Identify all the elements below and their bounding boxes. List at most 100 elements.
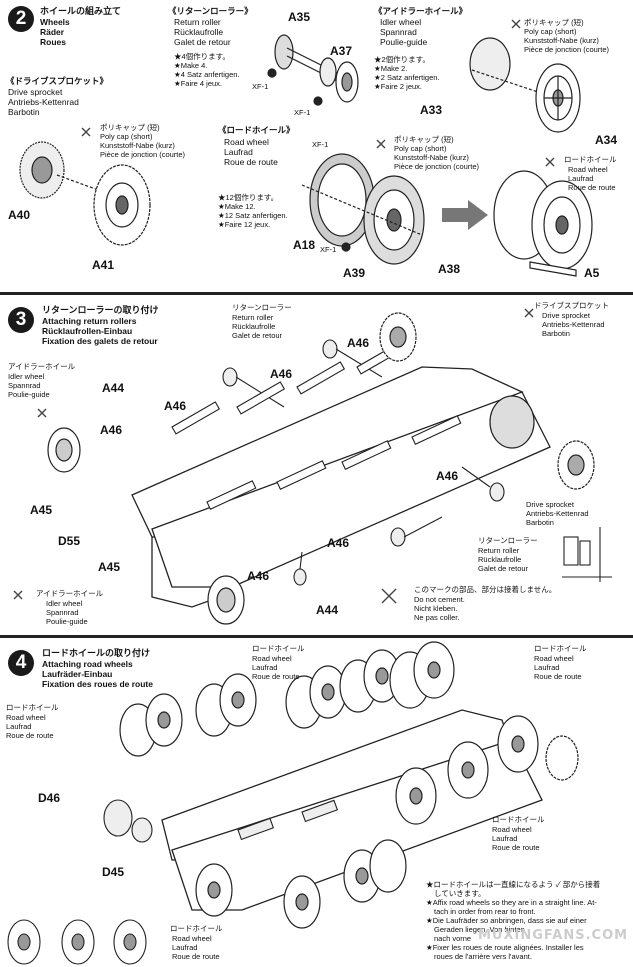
label-jp: ロードホイール bbox=[564, 155, 617, 164]
part-label: D46 bbox=[38, 791, 61, 805]
label-fr: Galet de retour bbox=[232, 331, 283, 340]
label-de: Kunststoff-Nabe (kurz) bbox=[100, 141, 175, 150]
note-line: ★Fixer les roues de route alignées. Inst… bbox=[426, 943, 584, 952]
step-4-drawing bbox=[7, 641, 579, 965]
label-de: Antriebs-Kettenrad bbox=[8, 97, 79, 107]
section-divider bbox=[0, 292, 633, 295]
part-label: A18 bbox=[293, 238, 316, 252]
label-en: Idler wheel bbox=[380, 17, 422, 27]
part-label: A37 bbox=[330, 44, 353, 58]
idler-wheel-drawing bbox=[469, 37, 581, 133]
part-label: A35 bbox=[288, 10, 311, 24]
label-en: Road wheel bbox=[6, 713, 46, 722]
make-count: ★2個作ります。 bbox=[374, 55, 430, 64]
make-count: ★2 Satz anfertigen. bbox=[374, 73, 440, 82]
label-en: Do not cement. bbox=[414, 595, 465, 604]
part-label: D45 bbox=[102, 865, 125, 879]
part-label: XF-1 bbox=[312, 140, 329, 149]
label-fr: Barbotin bbox=[542, 329, 570, 338]
road-wheel-complete-drawing bbox=[493, 170, 593, 277]
no-cement-icons bbox=[81, 19, 555, 167]
step-number: 2 bbox=[8, 6, 34, 32]
alignment-jig-drawing bbox=[562, 527, 612, 582]
label-de: Rücklaufrolle bbox=[232, 322, 276, 331]
label-jp: ポリキャップ (短) bbox=[394, 135, 454, 144]
label-fr: Galet de retour bbox=[174, 37, 231, 47]
step-title-en: Wheels bbox=[40, 17, 70, 27]
step-3-drawing bbox=[13, 308, 612, 625]
label-en: Road wheel bbox=[568, 165, 608, 174]
drive-sprocket-drawing bbox=[19, 141, 151, 246]
part-label: A46 bbox=[100, 423, 123, 437]
step-title-jp: ロードホイールの取り付け bbox=[42, 648, 151, 658]
part-label: XF-1 bbox=[320, 245, 337, 254]
label-en: Return roller bbox=[232, 313, 274, 322]
label-jp: リターンローラー bbox=[478, 536, 538, 545]
step-2-panel: 2 ホイールの組み立て Wheels Räder Roues 《リターンローラー… bbox=[2, 0, 628, 290]
label-en: Poly cap (short) bbox=[524, 27, 577, 36]
label-de: Rücklaufrolle bbox=[174, 27, 224, 37]
make-count: ★12個作ります。 bbox=[218, 193, 279, 202]
label-de: Antriebs-Kettenrad bbox=[542, 320, 605, 329]
label-en: Drive sprocket bbox=[526, 500, 574, 509]
label-fr: Roue de route bbox=[224, 157, 278, 167]
part-label: XF-1 bbox=[294, 108, 311, 117]
step-title-fr: Fixation des roues de route bbox=[42, 679, 153, 689]
part-label: A33 bbox=[420, 103, 443, 117]
label-de: Nicht kleben. bbox=[414, 604, 458, 613]
label-en: Idler wheel bbox=[8, 372, 45, 381]
note-line: ★ロードホイールは一直線になるよう ✓ 部から接着 bbox=[426, 880, 601, 889]
label-fr: Roue de route bbox=[534, 672, 582, 681]
part-label: XF-1 bbox=[252, 82, 269, 91]
make-count: ★Faire 2 jeux. bbox=[374, 82, 422, 91]
part-label: A45 bbox=[30, 503, 53, 517]
make-count: ★Faire 12 jeux. bbox=[218, 220, 271, 229]
make-count: ★4個作ります。 bbox=[174, 52, 230, 61]
label-en: Poly cap (short) bbox=[394, 144, 447, 153]
label-en: Road wheel bbox=[172, 934, 212, 943]
inset-wheels-drawing bbox=[7, 919, 147, 965]
watermark: MUXINGFANS.COM bbox=[478, 928, 629, 943]
label-en: Drive sprocket bbox=[542, 311, 590, 320]
label-de: Laufrad bbox=[252, 663, 278, 672]
label-jp: アイドラーホイール bbox=[36, 589, 104, 598]
step-2-drawing bbox=[19, 19, 593, 277]
idler-wheels-drawing bbox=[47, 427, 245, 625]
step-number: 4 bbox=[8, 650, 34, 676]
label-en: Poly cap (short) bbox=[100, 132, 153, 141]
part-label: A46 bbox=[164, 399, 187, 413]
label-jp: ロードホイール bbox=[6, 703, 59, 712]
label-fr: Galet de retour bbox=[478, 564, 529, 573]
part-label: A46 bbox=[270, 367, 293, 381]
label-jp: ロードホイール bbox=[252, 644, 305, 653]
part-label: A41 bbox=[92, 258, 115, 272]
part-label: A38 bbox=[438, 262, 461, 276]
return-rollers-drawing bbox=[222, 339, 505, 586]
label-jp: ロードホイール bbox=[534, 644, 587, 653]
label-jp: このマークの部品、部分は接着しません。 bbox=[414, 585, 557, 594]
label-de: Spannrad bbox=[380, 27, 417, 37]
label-fr: Poulie-guide bbox=[8, 390, 50, 399]
make-count: ★Make 12. bbox=[218, 202, 256, 211]
road-wheels-installed bbox=[395, 715, 579, 825]
label-en: Road wheel bbox=[534, 654, 574, 663]
step-title-de: Rücklaufrollen-Einbau bbox=[42, 326, 133, 336]
label-jp: ポリキャップ (短) bbox=[524, 18, 584, 27]
label-en: Return roller bbox=[478, 546, 520, 555]
note-line: ★Die Laufräder so anbringen, dass sie au… bbox=[426, 916, 587, 925]
label-de: Laufrad bbox=[6, 722, 32, 731]
label-en: Drive sprocket bbox=[8, 87, 63, 97]
label-de: Rücklaufrolle bbox=[478, 555, 522, 564]
label-de: Antriebs-Kettenrad bbox=[526, 509, 589, 518]
drive-sprockets-drawing bbox=[379, 312, 595, 490]
part-label: D55 bbox=[58, 534, 81, 548]
part-label: A44 bbox=[316, 603, 339, 617]
assembly-arrow-icon bbox=[442, 200, 488, 230]
label-fr: Roue de route bbox=[492, 843, 540, 852]
label-de: Kunststoff-Nabe (kurz) bbox=[524, 36, 599, 45]
make-count: ★Make 4. bbox=[174, 61, 208, 70]
step-number: 3 bbox=[8, 307, 34, 333]
part-label: A5 bbox=[584, 266, 600, 280]
note-line: Geraden liegen. Von hinten bbox=[434, 925, 525, 934]
note-line: していきます。 bbox=[434, 889, 486, 898]
